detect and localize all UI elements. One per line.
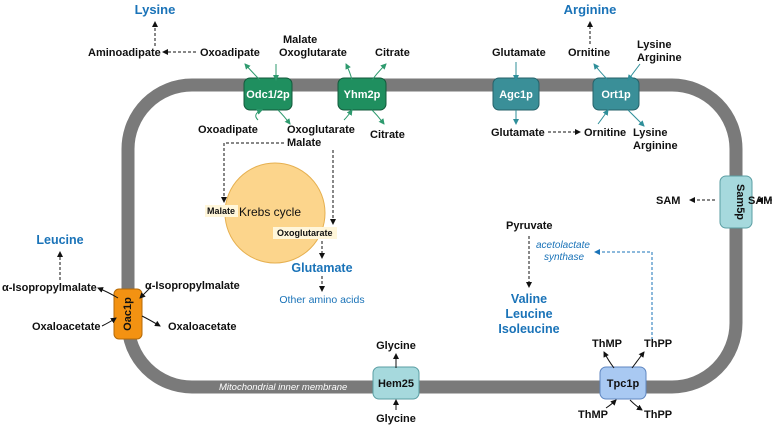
malate-out-label: Malate [283,34,317,46]
glutamate-out-label: Glutamate [492,47,546,59]
ort-arrow-bottom-out [627,109,645,127]
tpc-label: Tpc1p [607,378,640,390]
odc-arrow-out [244,63,261,81]
krebs-cycle-label: Krebs cycle [239,205,301,219]
oxoadipate-in-label: Oxoadipate [198,124,258,136]
arginine-in-label: Arginine [633,140,678,152]
krebs-oxoglutarate-box [273,227,337,239]
valine-product: Valine [511,292,547,306]
aminoadipate-label: Aminoadipate [88,47,161,59]
yhm-label: Yhm2p [344,89,381,101]
malate-in-label: Malate [287,137,321,149]
ort-arrow-bottom-in [597,109,609,125]
ort-arrow-in [627,63,641,81]
yhm-arrow-in-left [343,109,353,121]
oxoadipate-out-label: Oxoadipate [200,47,260,59]
ort-arrow-out [593,63,609,81]
hem-label: Hem25 [378,378,414,390]
glutamate-in-label: Glutamate [491,127,545,139]
isopropylmalate-out-label: α-Isopropylmalate [2,282,97,294]
ort-label: Ort1p [601,89,631,101]
krebs-malate-label: Malate [207,206,235,216]
tpc-arrow-bottom-right [629,399,643,411]
oac-arrow-in-left [101,317,117,327]
oxoglutarate-out-label: Oxoglutarate [279,47,347,59]
membrane-label: Mitochondrial inner membrane [219,382,347,393]
pyruvate-label: Pyruvate [506,220,552,232]
ornitine-in-label: Ornitine [584,127,626,139]
tpc-arrow-thpp [631,351,645,369]
sam-out-label: SAM [748,195,772,207]
citrate-in-label: Citrate [370,129,405,141]
oxoglutarate-in-label: Oxoglutarate [287,124,355,136]
tpc-transporter [599,366,647,400]
ornitine-out-label: Ornitine [568,47,610,59]
krebs-malate-box [205,205,238,217]
ort-transporter [592,77,640,111]
enzyme-line1: acetolactate [536,240,590,251]
mitochondrial-membrane [121,78,743,394]
oac-arrow-out [97,287,119,299]
sam-label: Sam5p [734,184,746,220]
thpp-in-label: ThPP [644,338,672,350]
agc-label: Agc1p [499,89,533,101]
other-amino-acids-label: Other amino acids [279,294,364,306]
tpc-arrow-bottom-left [605,399,617,409]
oac-label: Oac1p [122,297,134,331]
odc-arrow-bottom-left [255,109,263,121]
leucine-product: Leucine [36,233,83,247]
oxaloacetate-out-label: Oxaloacetate [32,321,100,333]
glutamate-product: Glutamate [291,261,352,275]
tpc-arrow-thmp [603,351,615,369]
odc-label: Odc1/2p [246,89,290,101]
citrate-out-label: Citrate [375,47,410,59]
enzyme-line2: synthase [544,252,584,263]
oac-arrow-in-top [139,287,151,299]
oac-transporter [113,288,143,340]
oac-arrow-out-right [141,315,161,327]
sam-in-label: SAM [656,195,680,207]
thmp-out-label: ThMP [578,409,608,421]
arginine-out-label: Arginine [637,52,682,64]
yhm-arrow-in-right [371,109,385,125]
thpp-to-enzyme-arrow [594,249,653,340]
isopropylmalate-in-label: α-Isopropylmalate [145,280,240,292]
thmp-in-label: ThMP [592,338,622,350]
lysine-out-label: Lysine [637,39,671,51]
yhm-arrow-out-right [371,63,387,81]
malate-to-krebs-arrow [221,142,284,203]
thpp-out-label: ThPP [644,409,672,421]
oxaloacetate-in-label: Oxaloacetate [168,321,236,333]
odc-arrow-bottom-right [277,109,291,125]
lysine-product: Lysine [135,2,176,17]
odc-transporter [243,77,293,111]
yhm-transporter [337,77,387,111]
leucine2-product: Leucine [505,307,552,321]
yhm-arrow-out-left [345,63,353,81]
krebs-oxoglutarate-label: Oxoglutarate [277,228,333,238]
arginine-product: Arginine [564,2,617,17]
sam-transporter [719,175,753,229]
glycine-in-label: Glycine [376,340,416,352]
lysine-in-label: Lysine [633,127,667,139]
glycine-out-label: Glycine [376,413,416,425]
isoleucine-product: Isoleucine [498,322,559,336]
